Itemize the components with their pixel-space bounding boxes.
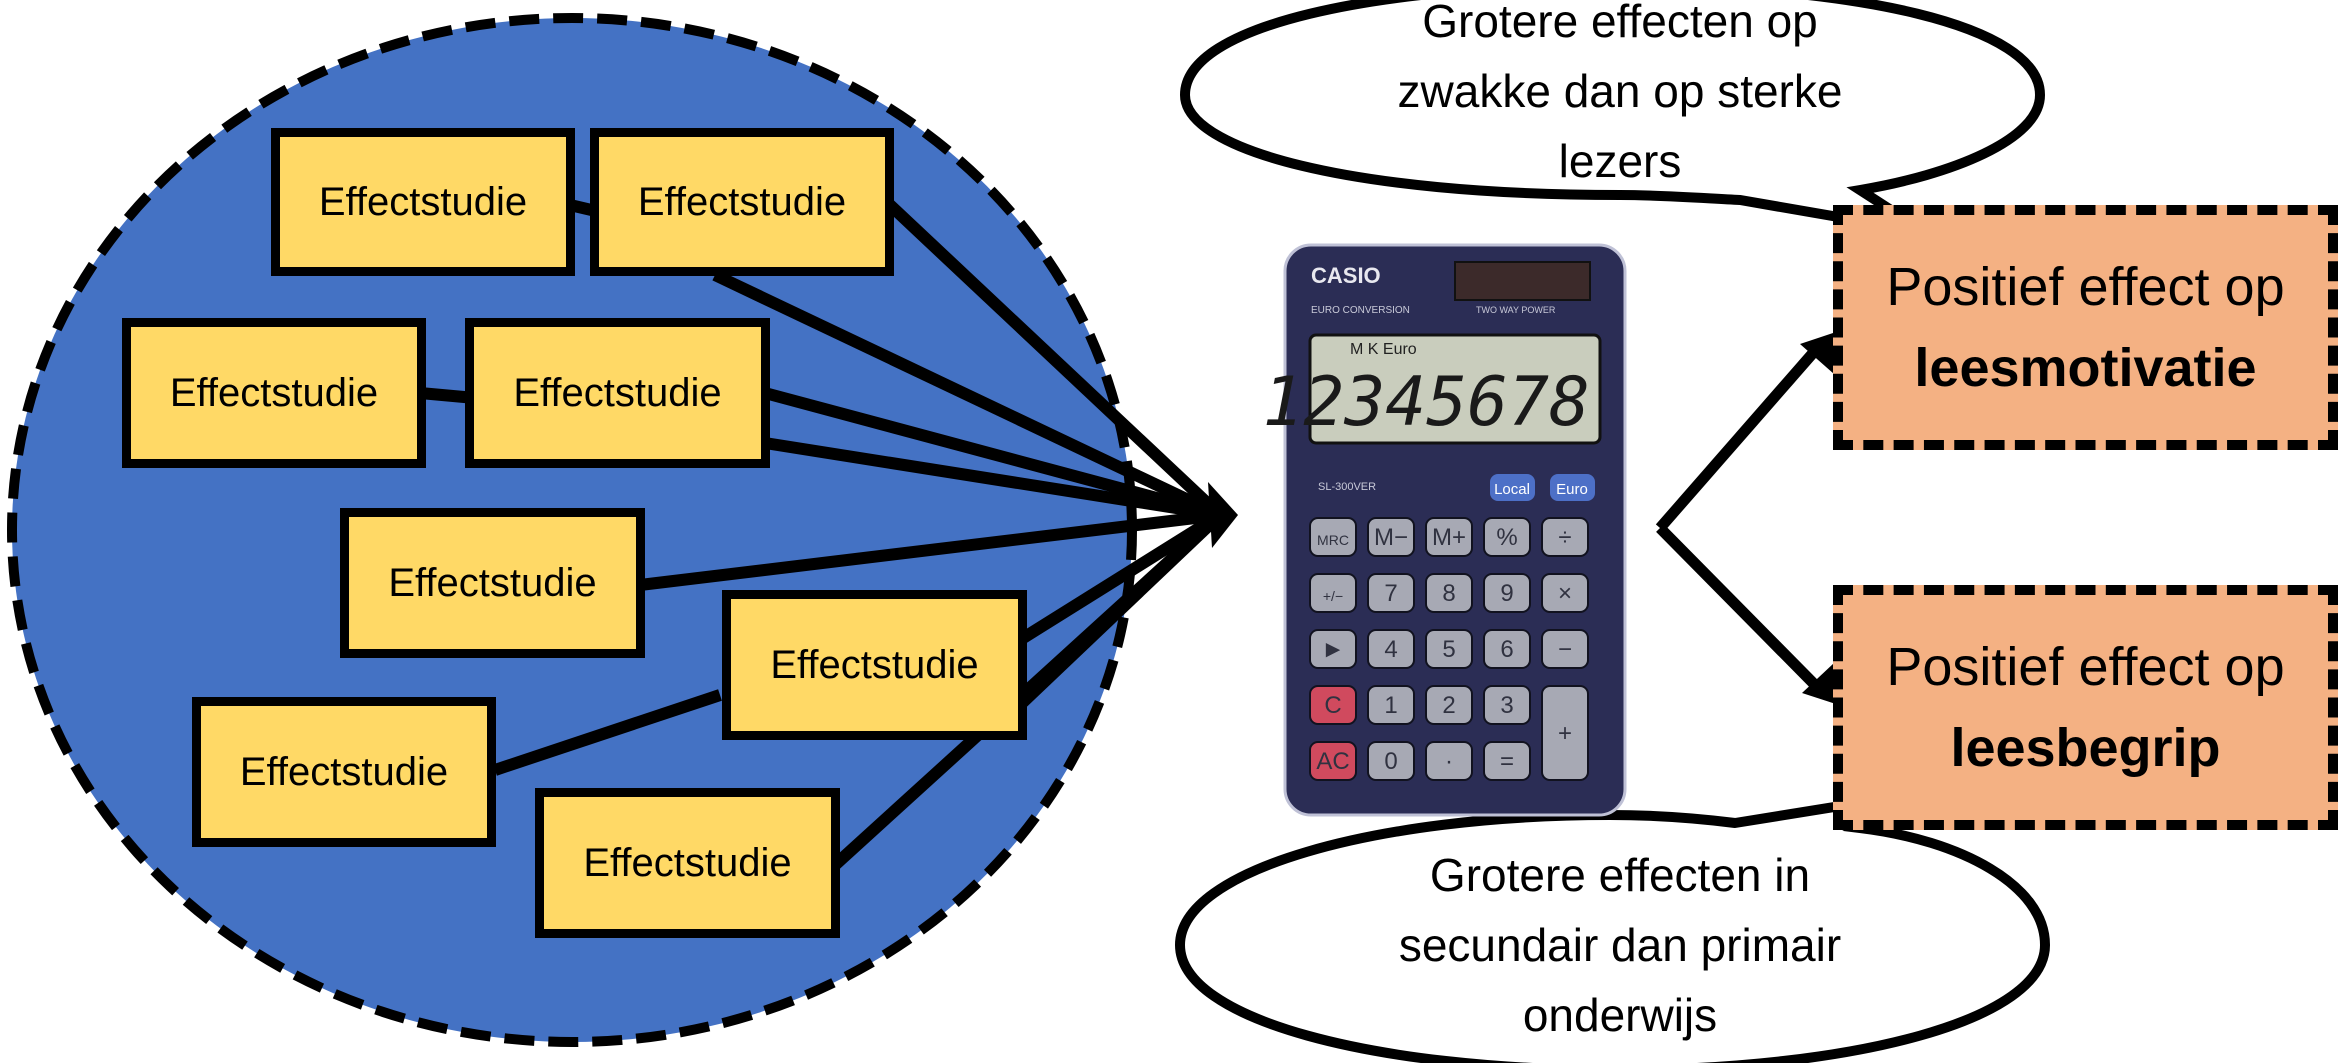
calculator-key-label: 6 [1500, 636, 1513, 663]
connector-line [764, 437, 1221, 521]
calculator-key [1483, 629, 1531, 669]
calculator-key-label: 5 [1442, 636, 1455, 663]
calculator-key-label: +/− [1323, 588, 1343, 604]
calculator-key [1309, 517, 1357, 557]
calculator-key-label: 4 [1384, 636, 1397, 663]
calculator-key-label: 3 [1500, 692, 1513, 719]
calculator-key [1541, 629, 1589, 669]
effect-study-box: Effectstudie [122, 318, 426, 468]
arrowhead-to-calculator [1208, 482, 1238, 548]
display-value: 12345678 [1262, 363, 1590, 442]
effect-comprehension-line2: leesbegrip [1950, 717, 2221, 778]
effect-study-box: Effectstudie [722, 590, 1027, 740]
connector-line [712, 269, 1223, 521]
connector-line [639, 509, 1221, 591]
bubble-bottom-line: secundair dan primair [1398, 919, 1842, 971]
effect-study-box: Effectstudie [465, 318, 770, 468]
calculator-model-number: SL-300VER [1318, 481, 1376, 493]
calculator-key [1483, 741, 1531, 781]
calculator-key [1367, 573, 1415, 613]
calculator-key [1483, 685, 1531, 725]
speech-bubble-top [1179, 0, 2046, 237]
calculator-key [1367, 629, 1415, 669]
calculator-key-label: 0 [1384, 748, 1397, 775]
calculator-key [1541, 685, 1589, 781]
calculator-key-label: + [1558, 720, 1572, 747]
connector-line [763, 387, 1222, 521]
display-indicators: M K Euro [1350, 341, 1417, 358]
speech-bubble-bottom [1174, 785, 2051, 1063]
arrowhead-comprehension [1802, 663, 1842, 706]
calculator-key-label: − [1558, 636, 1572, 663]
bubble-top-line: Grotere effecten op [1422, 0, 1818, 47]
connector-line [830, 510, 1225, 870]
calculator-key-label: % [1496, 524, 1517, 551]
calculator-key [1309, 741, 1357, 781]
connector-line [1016, 509, 1224, 646]
calculator-key-label: MRC [1317, 532, 1349, 548]
effect-study-box: Effectstudie [192, 697, 496, 847]
arrow-to-comprehension [1656, 524, 1824, 694]
effect-box-motivation: Positief effect op leesmotivatie [1833, 205, 2338, 450]
calculator-keypad: MRC M− M+% ÷ +/− 7 8 9 × ► 4 5 6 − C 1 2 3 + AC 0 · = [1309, 517, 1589, 781]
study-arrows [419, 199, 1225, 870]
calculator-key-label: ÷ [1558, 524, 1571, 551]
calculator-key-label: · [1445, 748, 1453, 775]
calculator-icon: CASIO EURO CONVERSION TWO WAY POWER M K … [1262, 243, 1627, 817]
effect-study-box: Effectstudie [271, 128, 575, 276]
calculator-key [1309, 573, 1357, 613]
calculator-key [1309, 629, 1357, 669]
effect-study-box: Effectstudie [340, 508, 645, 658]
effect-motivation-line1: Positief effect op [1886, 256, 2285, 317]
effect-study-box: Effectstudie [535, 788, 840, 938]
calculator-key [1483, 573, 1531, 613]
calculator-key [1541, 573, 1589, 613]
key-local: Local [1494, 481, 1530, 498]
calculator-key [1483, 517, 1531, 557]
bubble-bottom-line: onderwijs [1522, 989, 1718, 1041]
calculator-key [1425, 629, 1473, 669]
calculator-key [1367, 517, 1415, 557]
calculator-key-label: M− [1374, 524, 1408, 551]
calculator-key-label: C [1324, 692, 1341, 719]
calculator-key [1309, 685, 1357, 725]
calculator-key [1367, 741, 1415, 781]
bubble-top-line: zwakke dan op sterke [1397, 65, 1843, 117]
calculator-key-label: 9 [1500, 580, 1513, 607]
calculator-key [1425, 517, 1473, 557]
arrow-to-motivation [1655, 341, 1825, 532]
calculator-key-label: × [1558, 580, 1572, 607]
bubble-top-text: Grotere effecten op zwakke dan op sterke… [1240, 0, 2000, 196]
effect-comprehension-line1: Positief effect op [1886, 636, 2285, 697]
effect-study-box: Effectstudie [590, 128, 894, 276]
bubble-bottom-line: Grotere effecten in [1429, 849, 1811, 901]
calculator-key-label: 2 [1442, 692, 1455, 719]
calculator-key-label: M+ [1432, 524, 1466, 551]
calculator-model-line: EURO CONVERSION [1311, 305, 1410, 316]
calculator-brand: CASIO [1311, 263, 1381, 288]
bubble-bottom-text: Grotere effecten in secundair dan primai… [1240, 840, 2000, 1050]
calculator-key-label: ► [1321, 636, 1345, 663]
calculator-key-label: = [1500, 748, 1514, 775]
calculator-key [1425, 573, 1473, 613]
calculator-key [1367, 685, 1415, 725]
effect-motivation-line2: leesmotivatie [1914, 337, 2257, 398]
bubble-top-line: lezers [1558, 135, 1682, 187]
calculator-key [1541, 517, 1589, 557]
calculator-key [1425, 741, 1473, 781]
connector-line [885, 200, 1225, 520]
calculator-key-label: 1 [1384, 692, 1397, 719]
calculator-key [1425, 685, 1473, 725]
key-euro: Euro [1556, 481, 1588, 498]
calculator-key-label: 7 [1384, 580, 1397, 607]
effect-box-comprehension: Positief effect op leesbegrip [1833, 585, 2338, 830]
calculator-key-label: 8 [1442, 580, 1455, 607]
calculator-key-label: AC [1316, 748, 1349, 775]
calculator-power-label: TWO WAY POWER [1476, 305, 1556, 315]
connector-line [493, 689, 722, 776]
arrowhead-motivation [1800, 330, 1842, 374]
